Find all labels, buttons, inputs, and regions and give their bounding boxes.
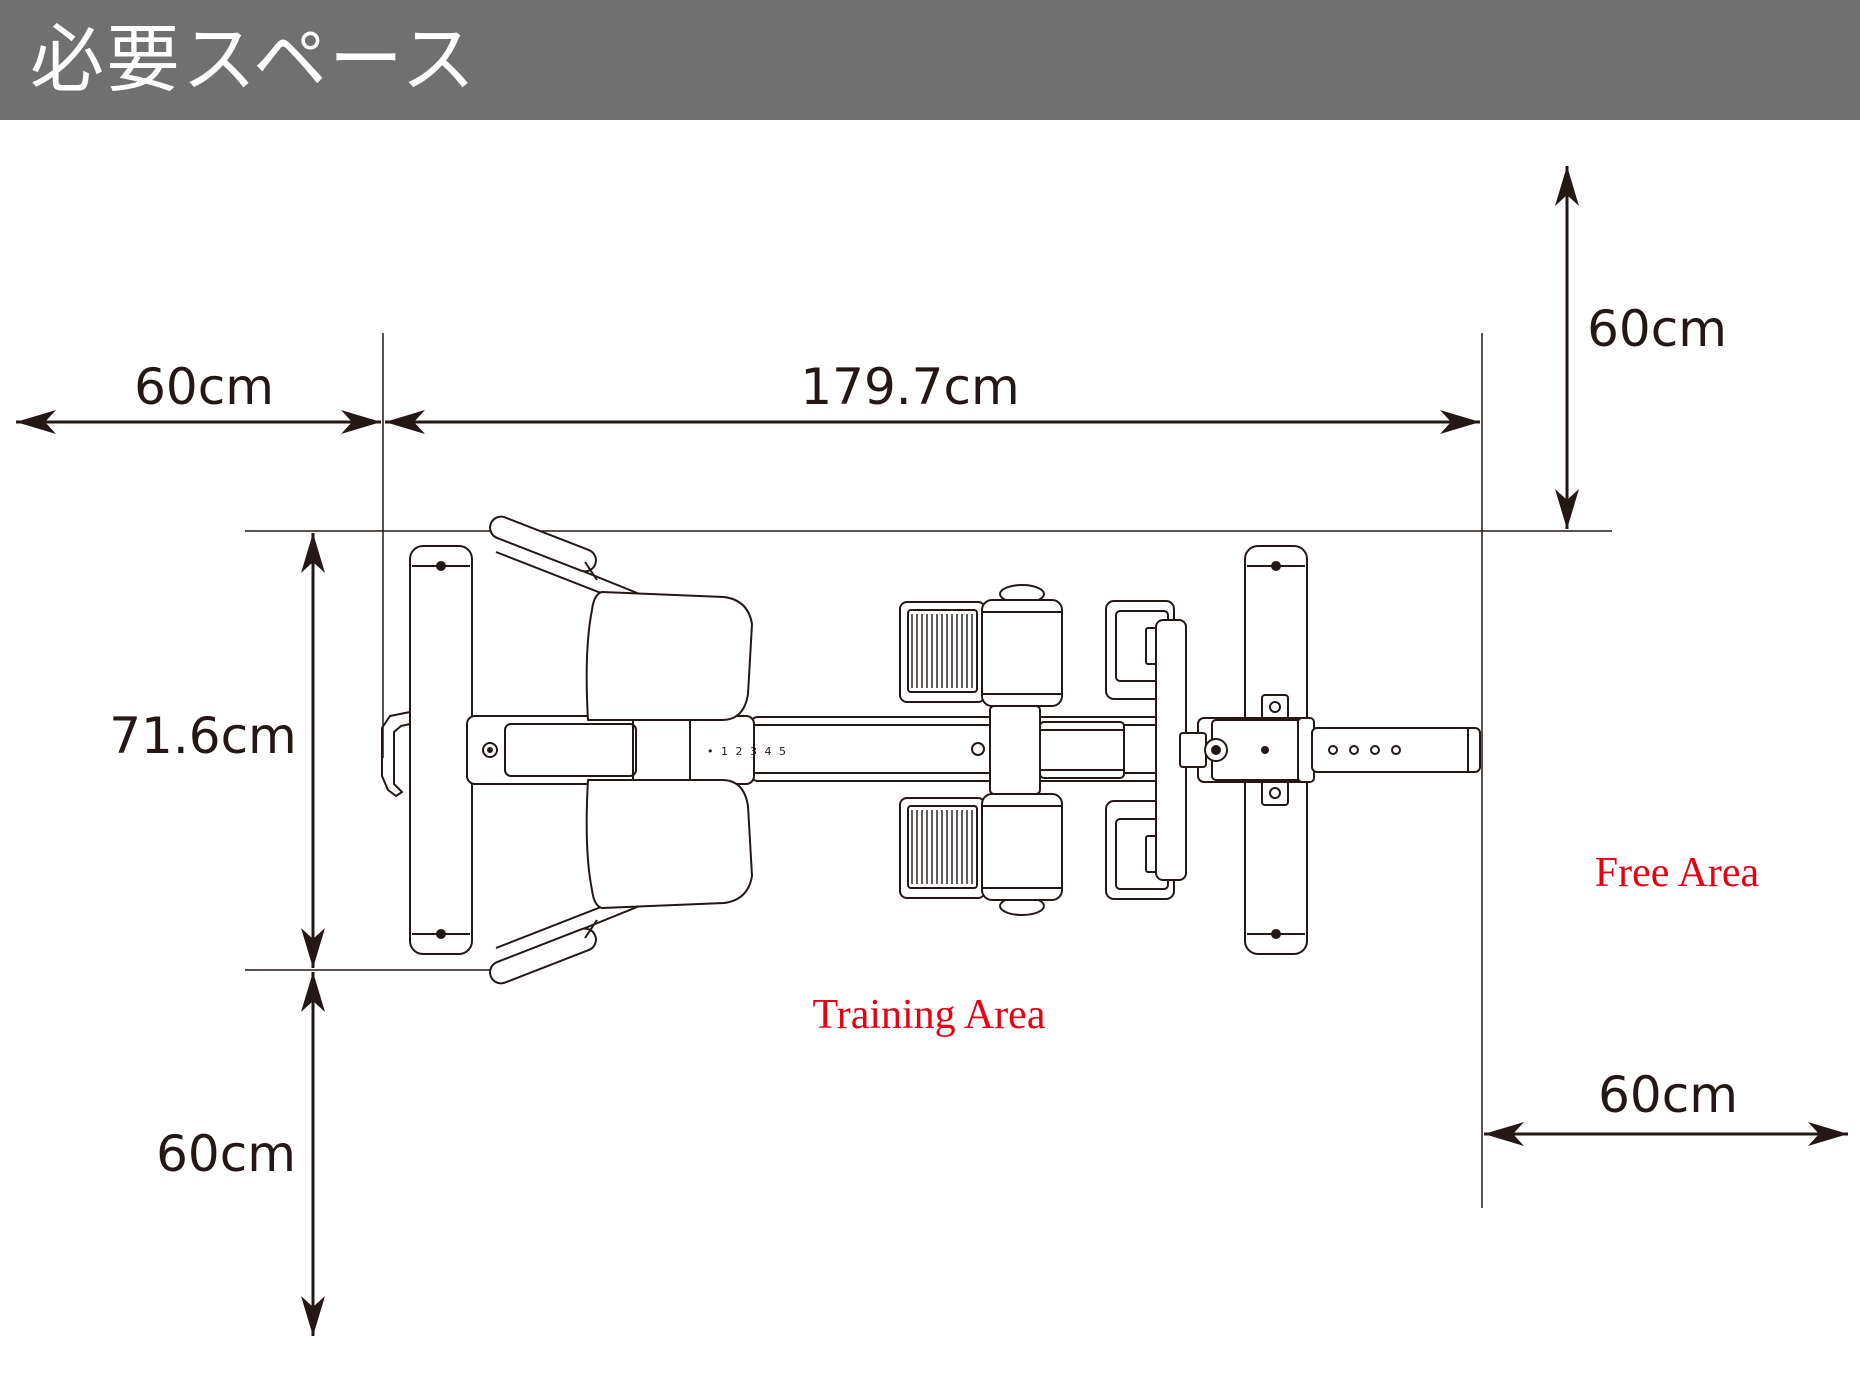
training-area-label: Training Area [813, 992, 1046, 1038]
pedal-tread-top [911, 614, 973, 688]
label-machine-width: 71.6cm [109, 707, 297, 765]
seat-base [466, 715, 755, 785]
pedal-tread-bottom [911, 810, 973, 884]
label-left-clearance: 60cm [134, 358, 274, 416]
telescopic-tube [1311, 727, 1481, 773]
page-title: 必要スペース [30, 17, 478, 103]
label-right-clearance: 60cm [1598, 1066, 1738, 1124]
foot-roller-top [981, 584, 1063, 707]
carry-handle [381, 711, 411, 797]
label-bottom-clearance: 60cm [156, 1125, 296, 1183]
roller-pivot [971, 705, 1125, 795]
seat-position-scale: • 1 2 3 4 5 [707, 745, 788, 758]
boundary-lines [245, 333, 1612, 1208]
seat-cushion-top [585, 591, 753, 721]
seat-cushion-bottom [585, 779, 753, 909]
label-top-clearance: 60cm [1587, 300, 1727, 358]
foot-roller-bottom [981, 793, 1063, 916]
handle-bar-top [489, 515, 648, 610]
machine-drawing: • 1 2 3 4 5 [381, 515, 1481, 985]
header-bar: 必要スペース [0, 0, 1860, 120]
left-foot-bar [409, 545, 473, 955]
adjust-knob-icon [1179, 732, 1269, 768]
label-machine-length: 179.7cm [800, 358, 1019, 416]
dimension-arrows [16, 166, 1848, 1336]
free-area-label: Free Area [1595, 850, 1760, 896]
